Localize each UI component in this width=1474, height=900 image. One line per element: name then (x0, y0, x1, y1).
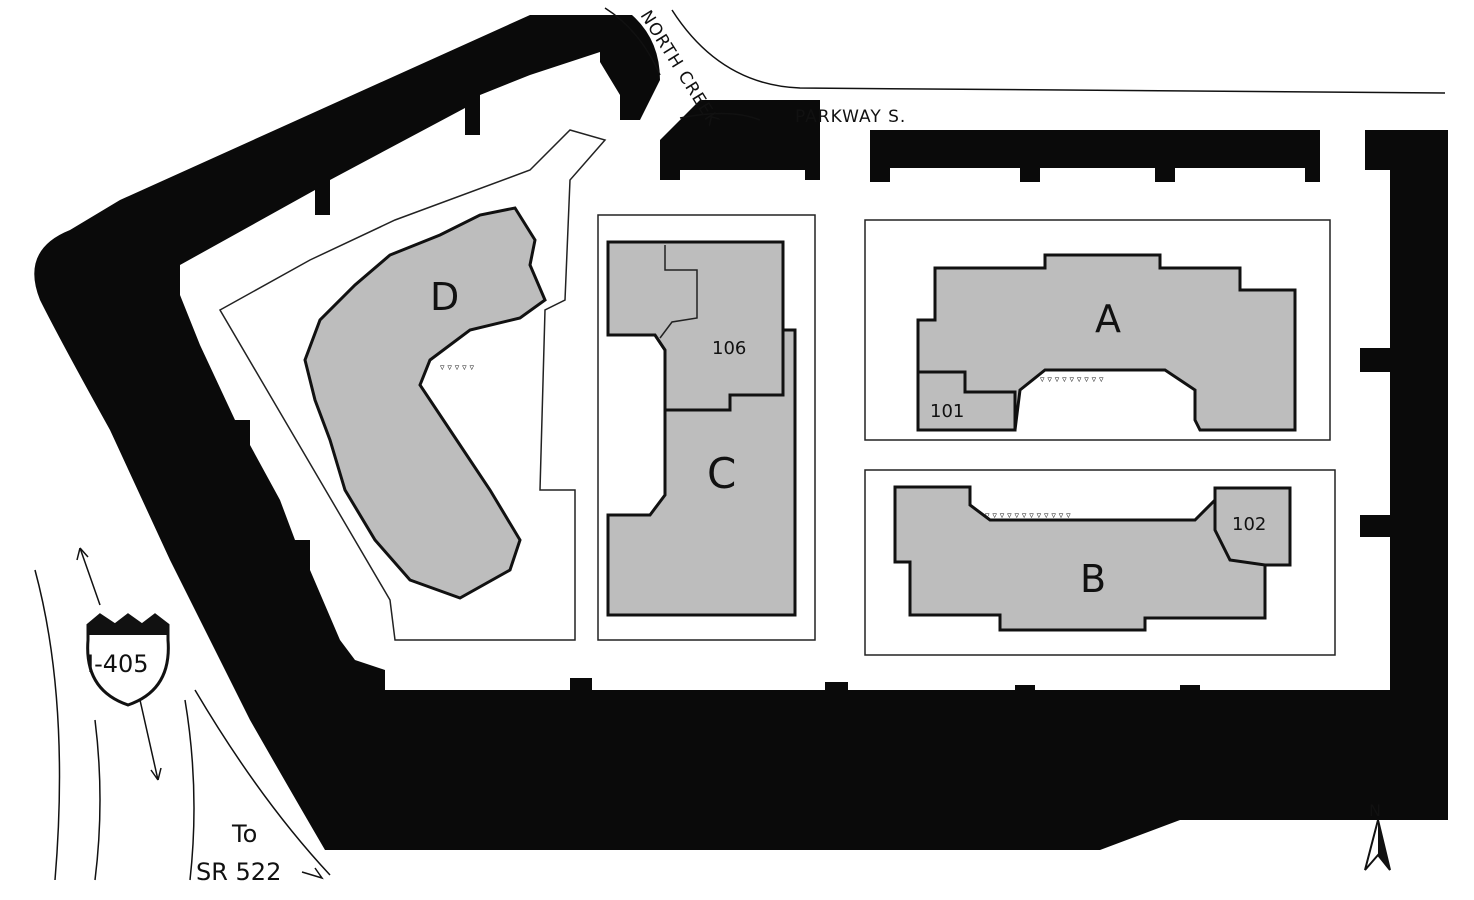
unit-divider (659, 245, 698, 339)
unit-102-label: 102 (1232, 514, 1266, 535)
parking-notch (1360, 348, 1390, 372)
north-label: N (1369, 801, 1381, 820)
entry-markers: ▿ ▿ ▿ ▿ ▿ (440, 363, 475, 373)
direction-line1: To (231, 820, 257, 848)
direction-line2: SR 522 (196, 858, 281, 886)
unit-102-footprint (1213, 486, 1292, 567)
unit-101-label: 101 (930, 401, 964, 422)
building-b-label: B (1080, 557, 1106, 601)
unit-106-footprint (606, 240, 785, 412)
building-c[interactable]: C 106 (606, 240, 797, 617)
unit-106-label: 106 (712, 338, 746, 359)
building-c-label: C (707, 449, 736, 498)
arrow-north (79, 547, 101, 606)
road-label-part2: PARKWAY S. (795, 107, 906, 127)
entry-markers: ▿ ▿ ▿ ▿ ▿ ▿ ▿ ▿ ▿ (1040, 375, 1104, 385)
unit-101-footprint (916, 370, 1017, 432)
arrow-south (139, 699, 159, 781)
parking-notch (1360, 515, 1390, 537)
entry-markers: ▿ ▿ ▿ ▿ ▿ ▿ ▿ ▿ ▿ ▿ ▿ ▿ (985, 511, 1071, 521)
highway-shield: I-405 (76, 547, 170, 781)
north-arrow: N (1364, 801, 1391, 871)
parking-lot-north-center (660, 100, 820, 180)
building-d[interactable]: D ▿ ▿ ▿ ▿ ▿ (303, 206, 547, 600)
building-d-label: D (430, 275, 459, 319)
building-b[interactable]: B 102 ▿ ▿ ▿ ▿ ▿ ▿ ▿ ▿ ▿ ▿ ▿ ▿ (893, 485, 1292, 632)
arrow-icon (301, 867, 324, 880)
direction-label: To SR 522 (196, 820, 324, 886)
highway-label: I-405 (87, 650, 149, 678)
parking-lot-west-south (34, 15, 1448, 850)
building-a[interactable]: A 101 ▿ ▿ ▿ ▿ ▿ ▿ ▿ ▿ ▿ (916, 253, 1297, 432)
building-a-label: A (1095, 297, 1121, 341)
walkways (218, 129, 1336, 656)
building-d-footprint (303, 206, 547, 600)
parking-lot-north-east (870, 130, 1320, 182)
roads (34, 7, 1446, 881)
parking-areas (34, 15, 1448, 850)
